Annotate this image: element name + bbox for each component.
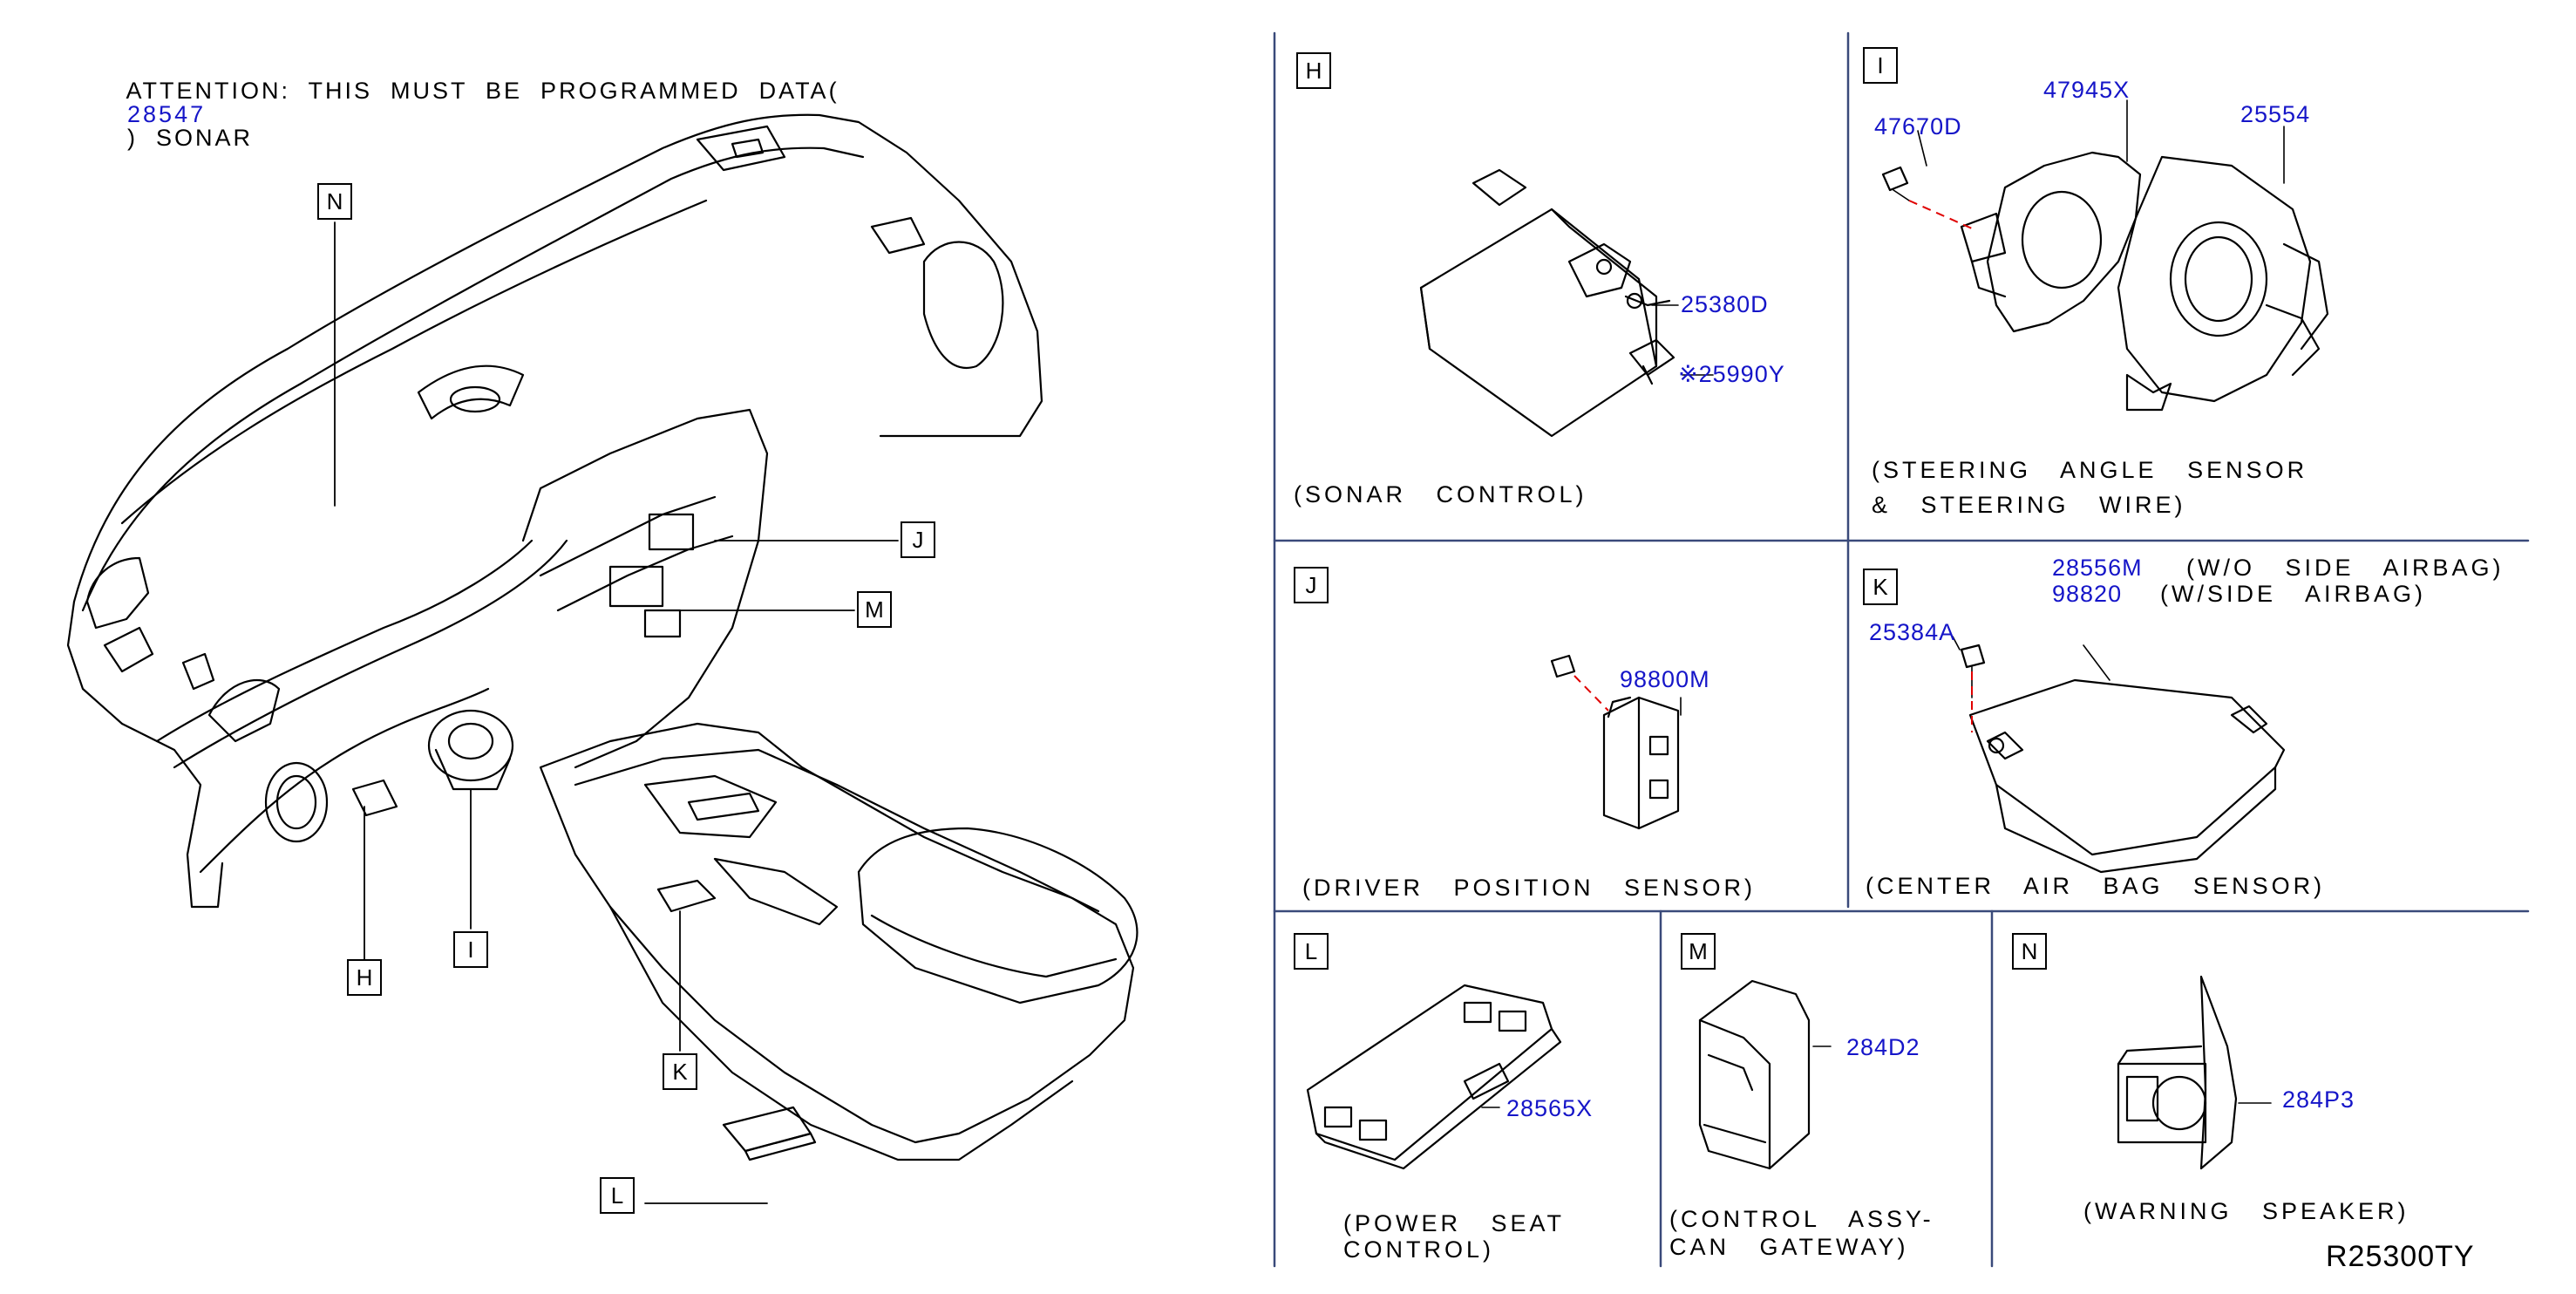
panel-n-label: N bbox=[2012, 933, 2047, 970]
attention-part-number: 28547 bbox=[127, 101, 207, 127]
panel-n-caption: (WARNING SPEAKER) bbox=[2083, 1198, 2409, 1224]
overview-label-j: J bbox=[901, 521, 935, 558]
panel-l-caption-line2: CONTROL) bbox=[1343, 1236, 1494, 1263]
overview-label-l: L bbox=[600, 1177, 635, 1214]
sonar-control-drawing bbox=[1419, 168, 1714, 438]
panel-i-caption-line2: & STEERING WIRE) bbox=[1872, 492, 2186, 518]
panel-m-label: M bbox=[1681, 933, 1716, 970]
panel-m-caption-line2: CAN GATEWAY) bbox=[1669, 1234, 1909, 1260]
part-number-25554: 25554 bbox=[2240, 101, 2311, 127]
attention-note: ATTENTION: THIS MUST BE PROGRAMMED DATA(… bbox=[109, 56, 839, 150]
panel-j-label: J bbox=[1294, 567, 1329, 603]
part-number-284d2: 284D2 bbox=[1846, 1034, 1920, 1060]
panel-m-caption-line1: (CONTROL ASSY- bbox=[1669, 1206, 1934, 1232]
part-number-25384a: 25384A bbox=[1869, 619, 1956, 645]
panel-h-label: H bbox=[1296, 52, 1331, 89]
part-number-25380d: 25380D bbox=[1681, 291, 1769, 317]
warning-speaker-drawing bbox=[2117, 975, 2272, 1170]
panel-l-caption-line1: (POWER SEAT bbox=[1343, 1210, 1566, 1236]
panel-grid bbox=[1273, 31, 2530, 1268]
part-number-47945x: 47945X bbox=[2043, 77, 2131, 103]
figure-code: R25300TY bbox=[2326, 1240, 2475, 1273]
power-seat-control-drawing bbox=[1306, 984, 1562, 1170]
overview-label-h: H bbox=[347, 959, 382, 996]
overview-label-k: K bbox=[663, 1053, 697, 1090]
center-airbag-sensor-drawing bbox=[1952, 636, 2286, 874]
instrument-panel-drawing bbox=[66, 113, 1138, 1161]
overview-leaders bbox=[334, 221, 899, 1204]
can-gateway-drawing bbox=[1698, 979, 1832, 1170]
part-number-47670d: 47670D bbox=[1874, 113, 1962, 140]
part-number-98820: 98820 bbox=[2052, 581, 2123, 607]
panel-h-caption: (SONAR CONTROL) bbox=[1294, 481, 1587, 507]
panel-k-note-w-side-airbag: (W/SIDE AIRBAG) bbox=[2160, 581, 2427, 607]
panel-k-caption: (CENTER AIR BAG SENSOR) bbox=[1866, 873, 2326, 899]
steering-angle-sensor-drawing bbox=[1881, 99, 2329, 412]
panel-i-caption-line1: (STEERING ANGLE SENSOR bbox=[1872, 457, 2308, 483]
overview-label-i: I bbox=[453, 931, 488, 968]
panel-k-label: K bbox=[1863, 569, 1898, 605]
attention-prefix: ATTENTION: THIS MUST BE PROGRAMMED DATA( bbox=[126, 78, 839, 104]
overview-label-n: N bbox=[317, 183, 352, 220]
part-number-98800m: 98800M bbox=[1620, 666, 1710, 692]
part-number-284p3: 284P3 bbox=[2282, 1086, 2355, 1113]
overview-label-m: M bbox=[857, 591, 892, 628]
part-number-25990y: ※25990Y bbox=[1678, 361, 1785, 387]
driver-position-sensor-drawing bbox=[1550, 654, 1682, 830]
panel-j-caption: (DRIVER POSITION SENSOR) bbox=[1302, 875, 1757, 901]
part-number-28565x: 28565X bbox=[1506, 1095, 1594, 1121]
part-number-28556m: 28556M bbox=[2052, 555, 2143, 581]
panel-i-label: I bbox=[1863, 47, 1898, 84]
panel-k-note-wo-side-airbag: (W/O SIDE AIRBAG) bbox=[2186, 555, 2505, 581]
attention-suffix: ) SONAR bbox=[127, 125, 254, 151]
panel-l-label: L bbox=[1294, 933, 1329, 970]
